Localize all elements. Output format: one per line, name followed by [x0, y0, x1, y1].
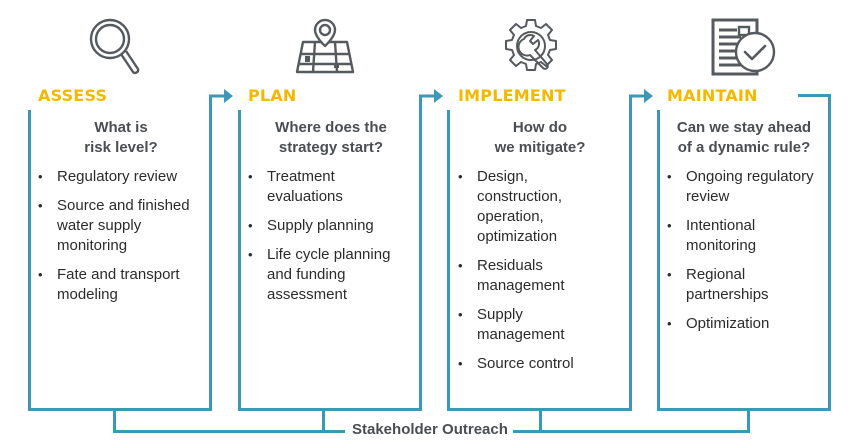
map-pin-icon	[295, 18, 355, 74]
stakeholder-bracket	[113, 409, 345, 433]
arrow-to-implement-icon	[434, 89, 443, 103]
stage-question: Where does the strategy start?	[246, 118, 416, 158]
list-item: Design, construction, operation, optimiz…	[458, 167, 588, 247]
question-line: Can we stay ahead	[676, 119, 812, 136]
question-line: How do	[512, 119, 568, 136]
list-item: Ongoing regulatory review	[667, 167, 817, 207]
implement-box-outline	[447, 94, 646, 411]
list-item: Optimization	[667, 314, 817, 334]
list-item: Intentional monitoring	[667, 216, 817, 256]
stage-bullet-list: Treatment evaluations Supply planning Li…	[248, 167, 408, 314]
magnifying-glass-icon	[89, 18, 140, 75]
stage-title: ASSESS	[38, 86, 108, 105]
arrow-to-maintain-icon	[644, 89, 653, 103]
list-item: Regional partnerships	[667, 265, 817, 305]
list-item: Source control	[458, 354, 588, 374]
list-item: Regulatory review	[38, 167, 198, 187]
list-item: Supply planning	[248, 216, 408, 236]
list-item: Fate and transport modeling	[38, 265, 198, 305]
list-item: Treatment evaluations	[248, 167, 408, 207]
arrow-to-plan-icon	[224, 89, 233, 103]
list-item: Life cycle planning and funding assessme…	[248, 245, 408, 305]
stage-bullet-list: Ongoing regulatory review Intentional mo…	[667, 167, 817, 343]
gear-wrench-icon	[505, 19, 557, 71]
question-line: What is	[94, 119, 148, 136]
question-line: strategy start?	[278, 139, 384, 156]
stage-title: IMPLEMENT	[458, 86, 566, 105]
assess-box-outline	[28, 94, 226, 411]
document-check-icon	[711, 18, 776, 76]
question-line: risk level?	[84, 139, 158, 156]
list-item: Source and finished water supply monitor…	[38, 196, 198, 256]
stage-question: What is risk level?	[36, 118, 206, 158]
list-item: Supply management	[458, 305, 588, 345]
stage-question: Can we stay ahead of a dynamic rule?	[660, 118, 828, 158]
stage-title: PLAN	[248, 86, 297, 105]
maintain-box-outline	[657, 94, 831, 411]
stage-bullet-list: Regulatory review Source and finished wa…	[38, 167, 198, 314]
stage-bullet-list: Design, construction, operation, optimiz…	[458, 167, 588, 383]
stage-title: MAINTAIN	[667, 86, 758, 105]
stage-question: How do we mitigate?	[455, 118, 625, 158]
plan-box-outline	[238, 94, 436, 411]
question-line: we mitigate?	[494, 139, 586, 156]
question-line: of a dynamic rule?	[677, 139, 811, 156]
stakeholder-outreach-label: Stakeholder Outreach	[349, 421, 511, 438]
question-line: Where does the	[275, 119, 387, 136]
list-item: Residuals management	[458, 256, 588, 296]
